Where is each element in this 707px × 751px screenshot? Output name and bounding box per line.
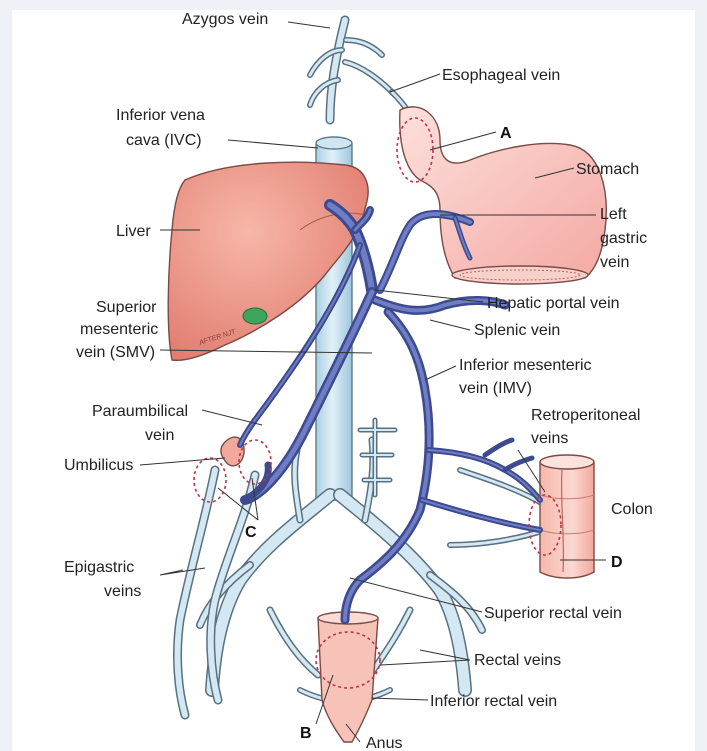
- label-paraumbilical-line2: vein: [145, 427, 174, 444]
- label-smv-line2: mesenteric: [80, 321, 158, 338]
- label-hepatic-portal-vein: Hepatic portal vein: [487, 295, 620, 312]
- label-smv-line1: Superior: [96, 299, 157, 316]
- label-left-gastric-line1: Left: [600, 206, 627, 223]
- label-left-gastric-line3: vein: [600, 254, 629, 271]
- letter-d: D: [611, 554, 623, 571]
- label-epigastric-line2: veins: [104, 583, 141, 600]
- gallbladder: [243, 308, 267, 324]
- label-liver: Liver: [116, 223, 151, 240]
- label-azygos-vein: Azygos vein: [182, 11, 268, 28]
- label-rectal-veins: Rectal veins: [474, 652, 561, 669]
- label-stomach: Stomach: [576, 161, 639, 178]
- letter-b: B: [300, 725, 312, 742]
- label-smv-line3: vein (SMV): [76, 344, 155, 361]
- rectum: [318, 614, 378, 743]
- label-retroperitoneal-line2: veins: [531, 430, 568, 447]
- label-imv-line2: vein (IMV): [459, 380, 532, 397]
- label-anus: Anus: [366, 735, 402, 751]
- label-paraumbilical-line1: Paraumbilical: [92, 403, 188, 420]
- letter-a: A: [500, 125, 512, 142]
- letter-c: C: [245, 524, 257, 541]
- label-colon: Colon: [611, 501, 653, 518]
- label-esophageal-vein: Esophageal vein: [442, 67, 560, 84]
- label-left-gastric-line2: gastric: [600, 230, 647, 247]
- label-splenic-vein: Splenic vein: [474, 322, 560, 339]
- label-superior-rectal-vein: Superior rectal vein: [484, 605, 622, 622]
- label-umbilicus: Umbilicus: [64, 457, 133, 474]
- label-ivc-line1: Inferior vena: [116, 107, 205, 124]
- label-ivc-line2: cava (IVC): [126, 132, 202, 149]
- label-retroperitoneal-line1: Retroperitoneal: [531, 407, 640, 424]
- label-inferior-rectal-vein: Inferior rectal vein: [430, 693, 557, 710]
- label-imv-line1: Inferior mesenteric: [459, 357, 592, 374]
- label-epigastric-line1: Epigastric: [64, 559, 134, 576]
